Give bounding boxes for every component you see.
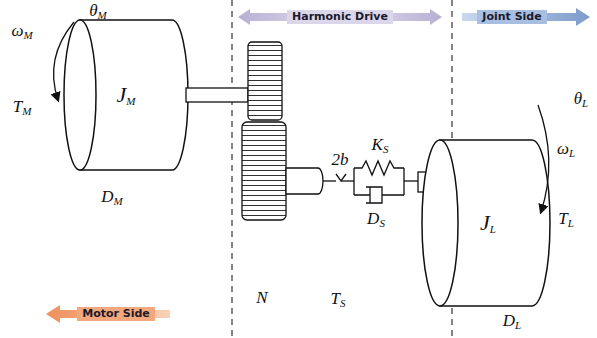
subscript: M: [98, 9, 107, 21]
subscript: M: [126, 95, 135, 107]
symbol-label: TM: [13, 98, 32, 117]
symbol-label: θM: [89, 2, 107, 21]
subscript: S: [379, 217, 385, 229]
symbol-label: ωM: [11, 22, 32, 41]
subscript: L: [569, 147, 575, 159]
section-heading: Harmonic Drive: [287, 10, 393, 24]
symbol-label: TS: [331, 290, 346, 309]
section-heading: Motor Side: [77, 307, 155, 321]
inertia-cylinder: JL: [476, 207, 500, 239]
subscript: L: [568, 217, 574, 229]
symbol-label: DM: [101, 188, 122, 207]
symbol-label: KS: [372, 136, 389, 155]
subscript: S: [383, 143, 389, 155]
subscript: L: [582, 97, 588, 109]
inertia-label: JM: [117, 83, 136, 107]
symbol-label: TL: [558, 210, 574, 229]
symbol-label: θL: [574, 90, 588, 109]
subscript: S: [340, 297, 346, 309]
symbol-label: 2b: [332, 151, 349, 170]
subscript: M: [23, 29, 32, 41]
subscript: M: [114, 195, 123, 207]
symbol-label: N: [256, 289, 267, 308]
inertia-cylinder: JM: [113, 79, 140, 111]
section-heading: Joint Side: [477, 10, 546, 24]
symbol-label: ωL: [557, 140, 575, 159]
symbol-label: DS: [367, 210, 385, 229]
subscript: M: [22, 105, 31, 117]
subscript: L: [515, 319, 521, 331]
symbol-label: DL: [503, 312, 521, 331]
inertia-label: JL: [480, 211, 496, 235]
subscript: L: [490, 223, 496, 235]
